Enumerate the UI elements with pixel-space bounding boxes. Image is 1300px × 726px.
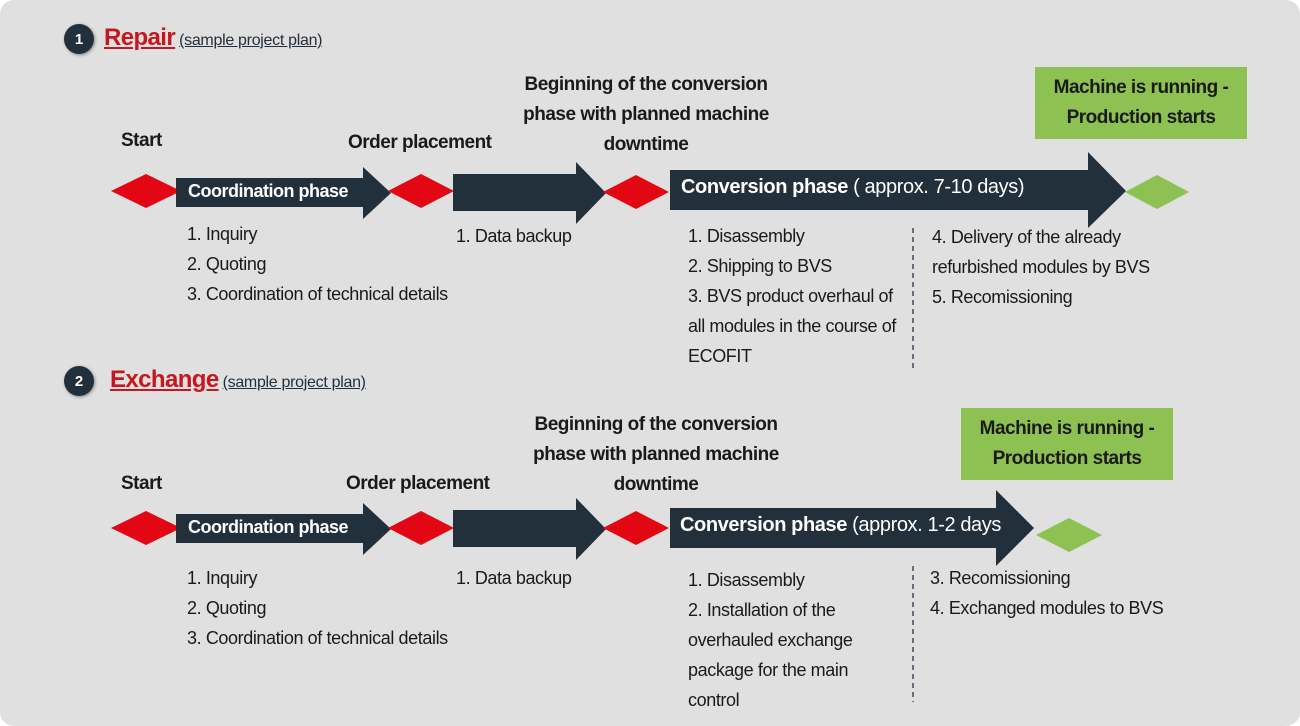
section-title: Repair (104, 24, 176, 51)
end-milestone-2 (1036, 518, 1102, 552)
conversion-items-right: 4. Delivery of the already refurbished m… (932, 222, 1150, 312)
conversion-begin-label: Beginning of the conversion phase with p… (523, 74, 769, 155)
list-item: all modules in the course of (688, 316, 896, 336)
order-placement-label: Order placement (346, 473, 490, 494)
conversion-milestone-2 (603, 511, 669, 545)
coordination-phase-label: Coordination phase (188, 181, 349, 201)
conversion-phase-label: Conversion phase ( approx. 7-10 days) (681, 176, 1025, 198)
list-item: 1. Data backup (456, 226, 572, 246)
list-item: 5. Recomissioning (932, 287, 1073, 307)
order-milestone-1 (388, 174, 454, 208)
list-item: 3. BVS product overhaul of (688, 286, 893, 306)
backup-items: 1. Data backup (456, 221, 572, 251)
conversion-items-left: 1. Disassembly 2. Shipping to BVS 3. BVS… (688, 221, 896, 371)
list-item: 2. Quoting (187, 598, 267, 618)
backup-arrow-1 (453, 162, 606, 224)
section-subtitle: (sample project plan) (179, 32, 323, 49)
list-item: refurbished modules by BVS (932, 257, 1150, 277)
coordination-phase-label: Coordination phase (188, 517, 349, 537)
list-item: 1. Data backup (456, 568, 572, 588)
start-label: Start (121, 473, 162, 494)
list-item: 2. Installation of the (688, 600, 836, 620)
list-item: 4. Delivery of the already (932, 227, 1121, 247)
list-item: 1. Inquiry (187, 224, 258, 244)
coordination-items: 1. Inquiry 2. Quoting 3. Coordination of… (187, 563, 448, 653)
conversion-arrow-1 (670, 152, 1126, 228)
list-item: 4. Exchanged modules to BVS (930, 598, 1164, 618)
list-item: control (688, 690, 740, 710)
coordination-arrow-2 (176, 503, 391, 555)
start-label: Start (121, 130, 162, 151)
backup-arrow-2 (453, 498, 606, 560)
conversion-arrow-2 (670, 490, 1034, 566)
list-item: 3. Coordination of technical details (187, 284, 448, 304)
section-number-badge: 2 (64, 366, 94, 396)
conversion-begin-label: Beginning of the conversion phase with p… (533, 414, 779, 495)
production-start-box: Machine is running - Production starts (961, 408, 1173, 480)
section-number-badge: 1 (64, 24, 94, 54)
section-header-1: 1 Repair (sample project plan) (64, 24, 323, 54)
section-subtitle: (sample project plan) (222, 374, 366, 391)
list-item: 1. Inquiry (187, 568, 258, 588)
start-milestone-2 (111, 511, 181, 545)
list-item: 2. Shipping to BVS (688, 256, 832, 276)
end-milestone-1 (1125, 175, 1189, 209)
list-item: 2. Quoting (187, 254, 267, 274)
conversion-phase-label: Conversion phase (approx. 1-2 days (680, 514, 1001, 536)
order-milestone-2 (388, 511, 454, 545)
order-placement-label: Order placement (348, 132, 492, 153)
coordination-arrow-1 (176, 167, 391, 219)
production-start-box: Machine is running - Production starts (1035, 67, 1247, 139)
list-item: package for the main (688, 660, 849, 680)
start-milestone-1 (111, 174, 181, 208)
list-item: overhauled exchange (688, 630, 853, 650)
coordination-items: 1. Inquiry 2. Quoting 3. Coordination of… (187, 219, 448, 309)
list-item: 1. Disassembly (688, 226, 805, 246)
list-item: 3. Recomissioning (930, 568, 1071, 588)
conversion-milestone-1 (603, 175, 669, 209)
section-header-2: 2 Exchange (sample project plan) (64, 366, 366, 396)
section-title: Exchange (110, 366, 219, 393)
list-item: ECOFIT (688, 346, 752, 366)
backup-items: 1. Data backup (456, 563, 572, 593)
conversion-items-right: 3. Recomissioning 4. Exchanged modules t… (930, 563, 1164, 623)
list-item: 3. Coordination of technical details (187, 628, 448, 648)
list-item: 1. Disassembly (688, 570, 805, 590)
conversion-items-left: 1. Disassembly 2. Installation of the ov… (688, 565, 853, 715)
